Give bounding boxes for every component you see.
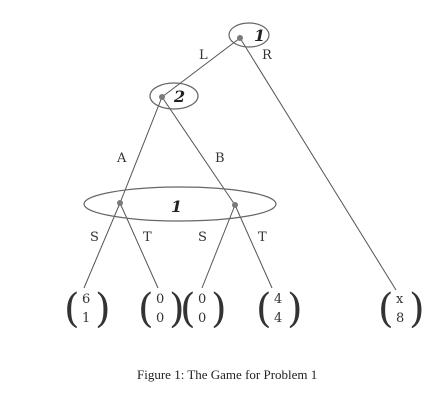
- payoff-1-left-paren: (: [64, 286, 80, 332]
- edge-label-T-left: T: [143, 230, 152, 245]
- player2-node: [159, 94, 165, 100]
- payoff-3-left-paren: (: [180, 286, 196, 332]
- payoff-1-top: 6: [82, 292, 90, 307]
- edge-label-S-left: S: [90, 230, 99, 245]
- payoff-5-top: x: [396, 292, 404, 307]
- edge-label-S-right: S: [198, 230, 207, 245]
- payoff-3: ( 0 0 ): [180, 286, 227, 332]
- payoff-4-left-paren: (: [256, 286, 272, 332]
- payoff-5-left-paren: (: [378, 286, 394, 332]
- edge-right-S: [201, 204, 236, 289]
- payoff-2: ( 0 0 ): [138, 286, 185, 332]
- root-node: [237, 35, 243, 41]
- payoff-3-bottom: 0: [198, 311, 206, 326]
- payoff-4: ( 4 4 ): [256, 286, 303, 332]
- payoff-4-top: 4: [274, 292, 282, 307]
- edge-label-L: L: [199, 48, 208, 63]
- payoff-1-right-paren: ): [95, 286, 111, 332]
- payoff-3-right-paren: ): [211, 286, 227, 332]
- info-set-right-node: [232, 202, 238, 208]
- payoff-5-bottom: 8: [396, 311, 404, 326]
- info-set-left-node: [117, 200, 123, 206]
- payoff-4-bottom: 4: [274, 311, 282, 326]
- edge-label-B: B: [215, 151, 225, 166]
- payoff-3-top: 0: [198, 292, 206, 307]
- root-player-label: 1: [254, 26, 265, 45]
- edge-label-R: R: [262, 48, 273, 63]
- info-set-player-label: 1: [171, 197, 182, 216]
- node2-player-label: 2: [173, 87, 185, 106]
- edge-root-to-terminal-R: [239, 37, 397, 291]
- edge-label-A: A: [116, 151, 127, 166]
- payoff-2-bottom: 0: [156, 311, 164, 326]
- payoff-1-bottom: 1: [82, 311, 90, 326]
- edge-left-S: [83, 202, 121, 289]
- payoff-5-right-paren: ): [409, 286, 425, 332]
- information-set-ellipse: [83, 186, 277, 222]
- payoff-2-right-paren: ): [169, 286, 185, 332]
- payoff-5: ( x 8 ): [378, 286, 425, 332]
- payoff-2-left-paren: (: [138, 286, 154, 332]
- edge-right-T: [234, 204, 273, 289]
- figure-caption: Figure 1: The Game for Problem 1: [137, 367, 317, 382]
- payoff-4-right-paren: ): [287, 286, 303, 332]
- payoff-2-top: 0: [156, 292, 164, 307]
- edge-label-T-right: T: [258, 230, 267, 245]
- edge-node2-to-left-A: [119, 96, 163, 204]
- root-node-circle: [228, 22, 270, 48]
- edge-node2-to-right-B: [161, 96, 236, 206]
- edge-left-T: [119, 202, 159, 289]
- edge-root-to-node2-L: [161, 37, 241, 98]
- payoff-1: ( 6 1 ): [64, 286, 111, 332]
- node2-circle: [149, 82, 199, 110]
